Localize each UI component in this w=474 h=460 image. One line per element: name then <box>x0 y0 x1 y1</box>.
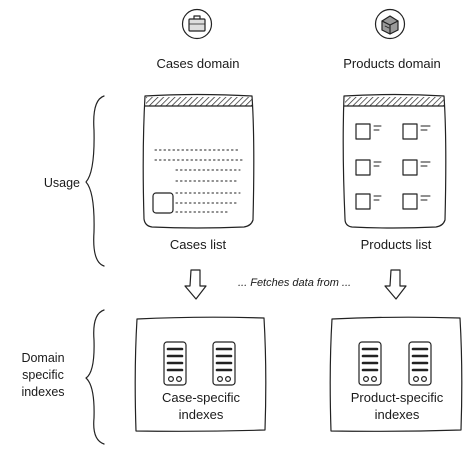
products-domain-title: Products domain <box>343 56 441 71</box>
cases-list-screen <box>142 93 255 229</box>
products-list-screen <box>342 93 447 229</box>
product-indexes-label: Product-specific indexes <box>333 389 461 423</box>
briefcase-icon <box>181 8 213 40</box>
domain-specific-line: Domain <box>21 351 65 365</box>
product-index-icon <box>358 341 382 386</box>
product-indexes-box <box>329 316 463 432</box>
domain-specific-brace <box>85 309 105 445</box>
product-index-icon <box>408 341 432 386</box>
box-icon <box>374 8 406 40</box>
domain-specific-row-label: Domain specific indexes <box>8 350 78 401</box>
products-down-arrow <box>384 269 407 300</box>
usage-row-label: Usage <box>10 175 80 192</box>
product-indexes-label-line: indexes <box>374 407 420 422</box>
case-indexes-label-line: Case-specific <box>161 390 241 405</box>
domain-specific-line: specific <box>22 368 64 382</box>
domain-specific-line: indexes <box>21 385 65 399</box>
case-indexes-label: Case-specific indexes <box>138 389 264 423</box>
cases-down-arrow <box>184 269 207 300</box>
case-indexes-label-line: indexes <box>178 407 224 422</box>
case-index-icon <box>163 341 187 386</box>
cases-domain-title: Cases domain <box>156 56 240 71</box>
usage-row-label-text: Usage <box>43 176 80 190</box>
products-list-label: Products list <box>360 237 432 252</box>
case-index-icon <box>212 341 236 386</box>
product-indexes-label-line: Product-specific <box>350 390 444 405</box>
usage-brace <box>85 95 105 267</box>
cases-list-label: Cases list <box>169 237 227 252</box>
case-indexes-box <box>134 316 267 432</box>
fetches-data-note: ... Fetches data from ... <box>238 277 352 289</box>
